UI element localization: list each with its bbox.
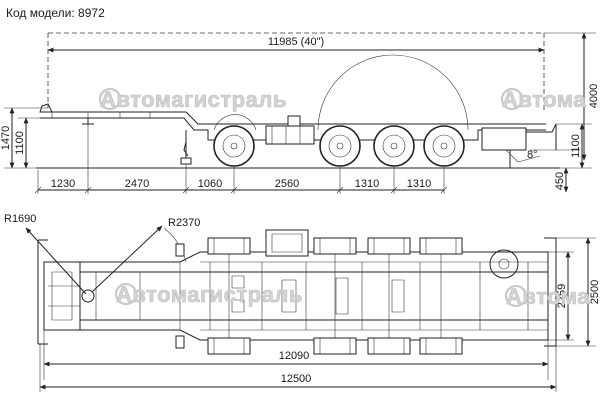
front-coupler-height-label: 1100 <box>14 131 26 155</box>
equipment-box-detail <box>271 126 301 144</box>
segment-label-2: 2470 <box>125 178 149 190</box>
wheel-1 <box>213 125 255 167</box>
rear-low-height-label: 450 <box>554 172 566 190</box>
segment-label-5: 1310 <box>355 178 379 190</box>
overall-length-top-label: 12500 <box>281 373 312 385</box>
svg-text:Автома: Автома <box>506 284 590 309</box>
radius-front-leader <box>25 227 87 295</box>
toolbox-door <box>271 233 303 253</box>
radius-swing-arc <box>163 227 187 263</box>
departure-angle-label: 8° <box>527 149 538 161</box>
side-view: 11985 (40") 4000 8° <box>0 32 600 194</box>
top-gooseneck-plate <box>43 261 81 331</box>
wheel-3 <box>373 125 415 167</box>
watermark-side-2: Автома <box>500 87 586 112</box>
top-view: R1690 R2370 <box>4 213 600 392</box>
side-segment-dims: 1230 2470 1060 2560 1310 1310 <box>34 124 448 194</box>
rear-deck-height-label: 1100 <box>570 134 582 158</box>
top-rear-corner <box>544 237 557 347</box>
radius-front-label: R1690 <box>4 213 36 225</box>
top-main-rails <box>44 271 548 321</box>
radius-swing-label: R2370 <box>168 217 200 229</box>
side-wheels <box>213 125 465 167</box>
landing-gear <box>183 130 190 161</box>
departure-angle-line <box>505 149 541 163</box>
inner-width-label: 2259 <box>556 284 568 308</box>
wheel-4 <box>423 125 465 167</box>
overall-length-label: 11985 (40") <box>268 36 324 48</box>
landing-leg-top <box>175 243 185 257</box>
front-deck-height-label: 1470 <box>0 126 12 150</box>
svg-text:Автомагистраль: Автомагистраль <box>116 282 303 307</box>
height-total-label: 4000 <box>588 84 600 108</box>
watermark-top-2: Автома <box>504 284 590 309</box>
top-axles <box>228 254 442 338</box>
side-segment-ticks <box>34 186 448 194</box>
air-tank <box>287 115 301 127</box>
top-equipment <box>231 275 405 315</box>
model-code-label: Код модели: 8972 <box>6 6 105 20</box>
frame-length-label: 12090 <box>279 350 310 362</box>
segment-label-6: 1310 <box>407 178 431 190</box>
equipment-box <box>265 125 315 145</box>
chassis-bottom-line <box>40 117 546 141</box>
wheel-2 <box>319 125 361 167</box>
wheel-arches <box>213 54 469 131</box>
rear-bumper <box>526 123 557 150</box>
deck-ribs <box>51 112 151 118</box>
segment-label-4: 2560 <box>275 178 299 190</box>
svg-text:Автома: Автома <box>502 87 586 112</box>
top-front-corner <box>37 239 48 345</box>
rear-underrun <box>509 150 528 169</box>
spare-wheel <box>489 249 519 279</box>
rear-light-box <box>481 127 527 151</box>
radius-swing-leader <box>91 225 163 293</box>
watermark-top-1: Автомагистраль <box>114 282 303 307</box>
landing-leg-bottom <box>175 335 185 349</box>
top-wheels <box>207 237 463 355</box>
svg-text:Автомагистраль: Автомагистраль <box>100 87 287 112</box>
segment-label-1: 1230 <box>51 178 75 190</box>
chassis-top-line <box>48 111 546 125</box>
overall-width-label: 2500 <box>589 280 600 304</box>
spare-wheel-hub <box>498 258 510 270</box>
kingpin <box>82 118 94 125</box>
landing-gear-foot <box>180 157 192 165</box>
watermark-side-1: Автомагистраль <box>98 87 287 112</box>
segment-label-3: 1060 <box>198 178 222 190</box>
toolbox <box>265 229 309 257</box>
top-kingpin <box>81 289 95 303</box>
top-cross-members <box>95 262 529 330</box>
